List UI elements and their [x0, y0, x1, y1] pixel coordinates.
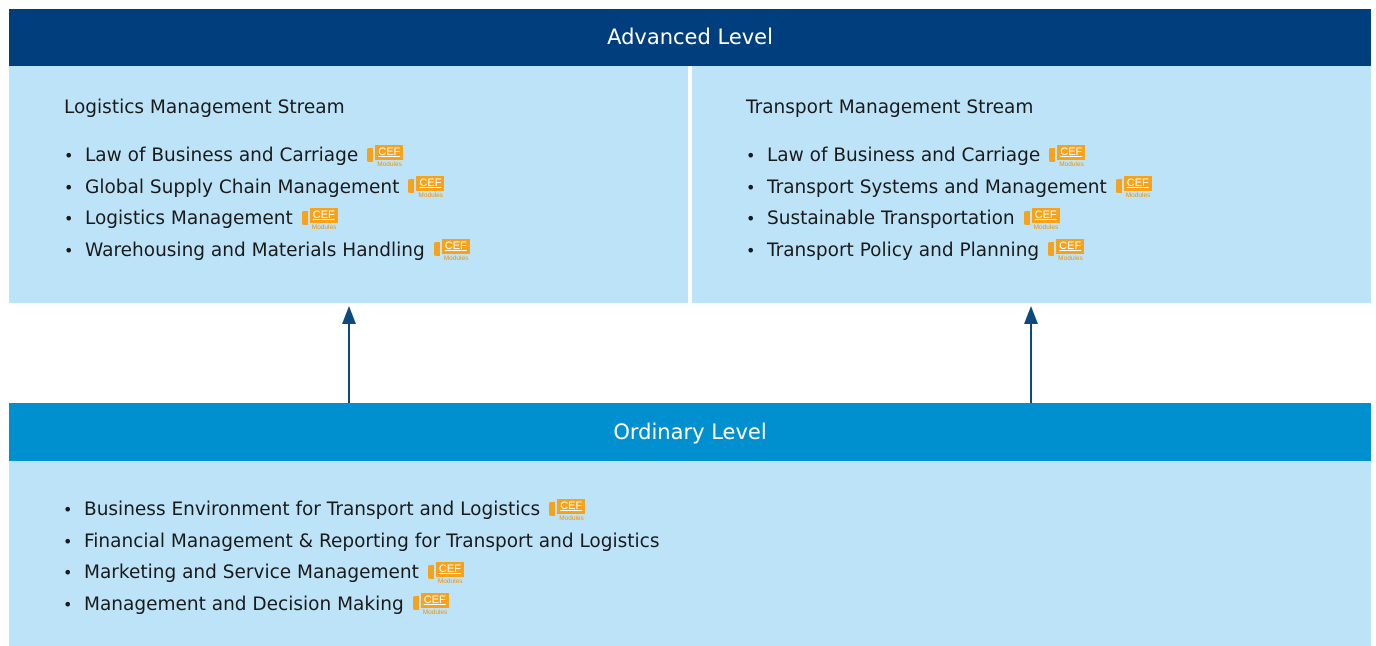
cef-sublabel: Modules [377, 160, 402, 168]
cef-book-icon [427, 564, 434, 579]
cef-label: CEF [441, 239, 470, 255]
stream-title: Logistics Management Stream [64, 97, 345, 118]
bullet: • [64, 177, 74, 197]
arrowhead-up-icon [1024, 306, 1038, 324]
module-label: Transport Policy and Planning [767, 239, 1040, 261]
bullet: • [746, 146, 756, 165]
cef-label: CEF [435, 561, 464, 577]
ordinary-modules-panel: • Business Environment for Transport and … [9, 461, 1371, 646]
module-label: Warehousing and Materials Handling [85, 239, 425, 261]
bullet: • [63, 563, 73, 582]
bullet: • [746, 209, 756, 228]
cef-label: CEF [1056, 239, 1085, 255]
cef-label: CEF [557, 498, 586, 514]
stream-title: Transport Management Stream [746, 97, 1034, 118]
cef-book-icon [1048, 242, 1055, 257]
advanced-level-banner: Advanced Level [9, 9, 1371, 66]
transport-stream-panel: Transport Management Stream • Law of Busi… [692, 66, 1371, 303]
cef-label: CEF [1031, 207, 1060, 223]
cef-label: CEF [375, 144, 404, 160]
ordinary-level-banner: Ordinary Level [9, 403, 1371, 461]
cef-book-icon [1049, 147, 1056, 162]
module-label: Logistics Management [85, 208, 293, 229]
cef-label: CEF [1123, 176, 1152, 192]
bullet: • [63, 500, 73, 519]
module-label: Management and Decision Making [84, 593, 404, 615]
bullet: • [64, 209, 74, 228]
cef-book-icon [412, 596, 419, 611]
module-label: Business Environment for Transport and L… [84, 499, 541, 520]
cef-label: CEF [420, 593, 449, 609]
cef-book-icon [301, 210, 308, 225]
module-label: Global Supply Chain Management [85, 176, 400, 198]
module-item: • Business Environment for Transport and … [63, 494, 1371, 526]
ordinary-level-title: Ordinary Level [613, 420, 767, 444]
module-label: Marketing and Service Management [84, 562, 419, 583]
cef-sublabel: Modules [418, 192, 443, 200]
module-label: Law of Business and Carriage [767, 145, 1041, 166]
cef-book-icon [433, 242, 440, 257]
cef-sublabel: Modules [437, 577, 463, 585]
cef-book-icon [408, 179, 415, 194]
cef-sublabel: Modules [1059, 160, 1084, 168]
cef-book-icon [367, 147, 374, 162]
cef-book-icon [1115, 179, 1122, 194]
logistics-stream-panel: Logistics Management Stream • Law of Busi… [9, 66, 688, 303]
bullet: • [63, 531, 73, 551]
bullet: • [64, 146, 74, 165]
cef-sublabel: Modules [422, 609, 448, 617]
module-list: • Business Environment for Transport and … [63, 494, 1371, 620]
cef-sublabel: Modules [559, 514, 584, 522]
cef-book-icon [549, 501, 556, 516]
cef-sublabel: Modules [443, 255, 469, 263]
cef-label: CEF [309, 207, 338, 223]
cef-label: CEF [416, 176, 445, 192]
cef-book-icon [1023, 210, 1030, 225]
cef-sublabel: Modules [1125, 192, 1151, 200]
bullet: • [746, 177, 756, 197]
module-label: Law of Business and Carriage [85, 145, 359, 166]
cef-sublabel: Modules [1033, 223, 1059, 231]
cef-sublabel: Modules [1058, 255, 1083, 263]
module-label: Transport Systems and Management [767, 176, 1107, 198]
arrowhead-up-icon [342, 306, 356, 324]
module-label: Sustainable Transportation [767, 208, 1015, 229]
bullet: • [63, 594, 73, 614]
bullet: • [746, 240, 756, 260]
module-item: • Financial Management & Reporting for Tr… [63, 526, 1371, 558]
cef-label: CEF [1057, 144, 1086, 160]
bullet: • [64, 240, 74, 260]
module-label: Financial Management & Reporting for Tra… [84, 530, 660, 552]
cef-sublabel: Modules [311, 223, 337, 231]
advanced-level-title: Advanced Level [607, 25, 773, 49]
